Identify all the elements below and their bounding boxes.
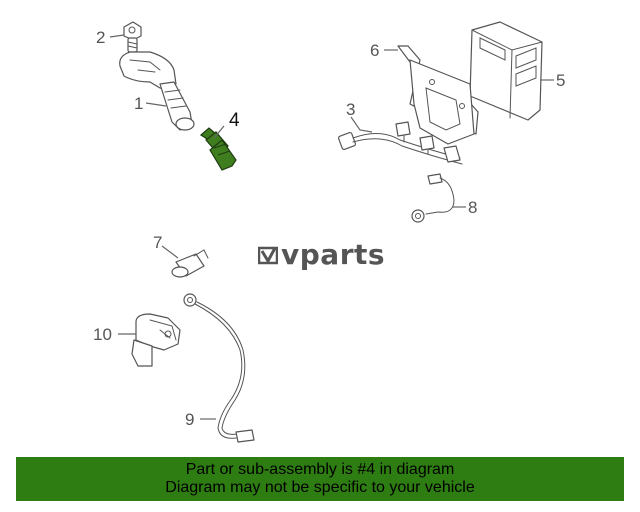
vparts-logo-mark-icon	[258, 246, 278, 265]
callout-10[interactable]: 10	[93, 325, 112, 344]
banner-line-1: Part or sub-assembly is #4 in diagram	[185, 461, 455, 478]
part-4-spark-plug[interactable]	[200, 127, 237, 171]
callout-5[interactable]: 5	[556, 71, 565, 90]
callout-6[interactable]: 6	[370, 41, 379, 60]
logo-text: vparts	[281, 238, 386, 271]
leader-lines	[109, 34, 554, 420]
callout-1[interactable]: 1	[134, 94, 143, 113]
callout-7[interactable]: 7	[153, 233, 162, 252]
part-5-ecu[interactable]	[469, 21, 543, 121]
part-7-sensor[interactable]	[171, 249, 209, 278]
callout-9[interactable]: 9	[185, 410, 194, 429]
part-8-sensor[interactable]	[411, 173, 455, 223]
vparts-logo: vparts	[258, 238, 385, 272]
part-6-bracket[interactable]	[397, 45, 479, 145]
info-banner: Part or sub-assembly is #4 in diagram Di…	[16, 457, 624, 501]
callout-3[interactable]: 3	[346, 100, 355, 119]
part-9-cable-sensor[interactable]	[183, 293, 255, 443]
part-3-wiring-harness[interactable]	[337, 121, 463, 165]
callout-2[interactable]: 2	[96, 28, 105, 47]
part-2-bolt[interactable]	[123, 21, 142, 53]
callout-4[interactable]: 4	[229, 110, 240, 131]
part-10-sensor[interactable]	[131, 313, 181, 367]
part-1-ignition-coil[interactable]	[119, 51, 195, 131]
banner-line-2: Diagram may not be specific to your vehi…	[165, 479, 475, 496]
callout-8[interactable]: 8	[468, 198, 477, 217]
